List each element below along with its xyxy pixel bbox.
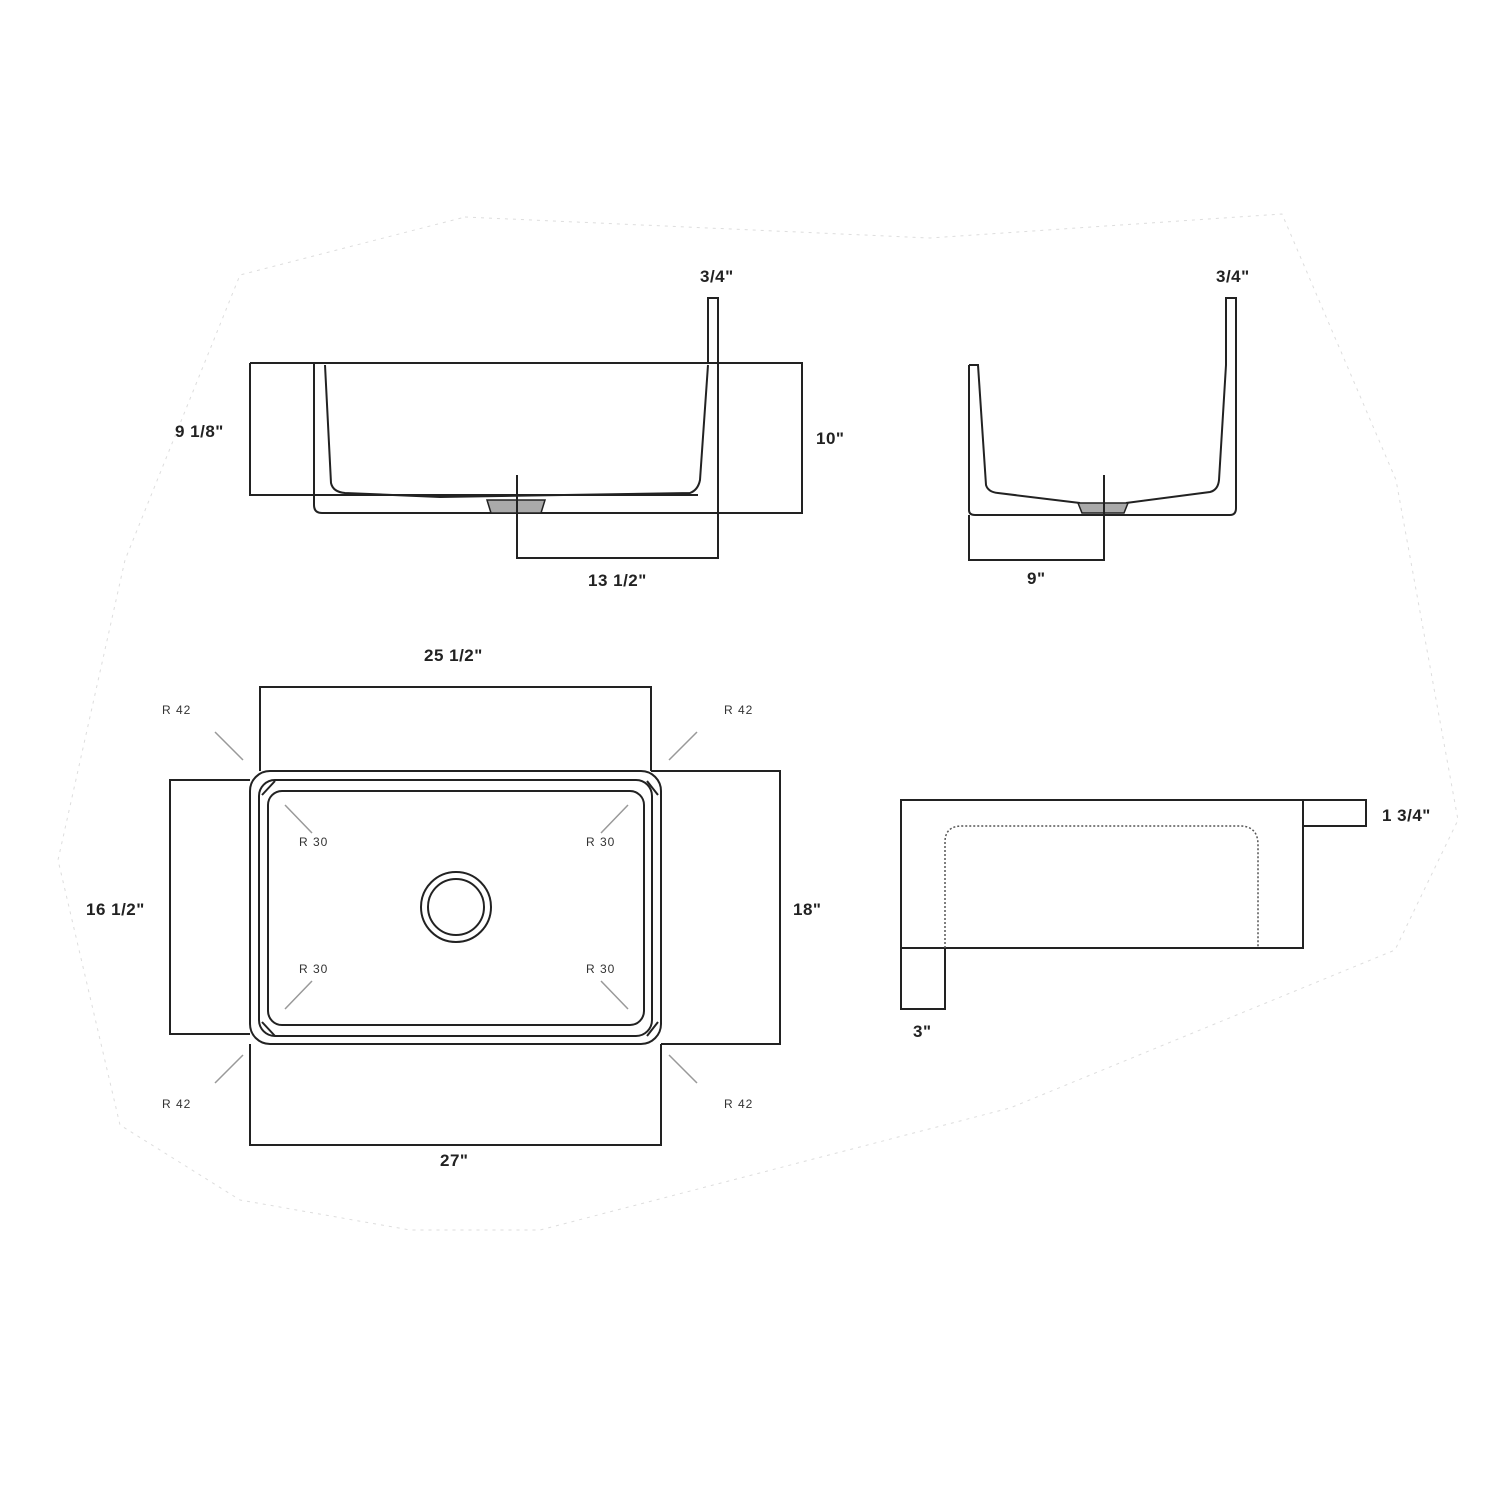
front-inner-depth-label: 9 1/8": [175, 422, 224, 441]
plan-outer-depth-label: 18": [793, 900, 821, 919]
inner-radius-label-tl: R 30: [299, 835, 328, 849]
radius-label-br: R 42: [724, 1097, 753, 1111]
inner-radius-label-bl: R 30: [299, 962, 328, 976]
radius-label-tr: R 42: [724, 703, 753, 717]
inner-radius-label-tr: R 30: [586, 835, 615, 849]
apron-thickness-label: 3": [913, 1022, 932, 1041]
apron-view: [900, 799, 1367, 1010]
front-view: [249, 297, 803, 559]
front-lip-label: 3/4": [700, 267, 734, 286]
front-drain-offset-label: 13 1/2": [588, 571, 647, 590]
background-outline: [57, 213, 1459, 1231]
radius-label-bl: R 42: [162, 1097, 191, 1111]
side-drain-offset-label: 9": [1027, 569, 1046, 588]
drain-outer: [420, 871, 492, 943]
plan-inner-width-label: 25 1/2": [424, 646, 483, 665]
radius-label-tl: R 42: [162, 703, 191, 717]
side-lip-label: 3/4": [1216, 267, 1250, 286]
apron-height-label: 1 3/4": [1382, 806, 1431, 825]
side-view: [968, 297, 1237, 561]
plan-view: [169, 686, 781, 1146]
plan-inner-depth-label: 16 1/2": [86, 900, 145, 919]
inner-radius-label-br: R 30: [586, 962, 615, 976]
front-height-label: 10": [816, 429, 844, 448]
drain-inner: [427, 878, 485, 936]
plan-outer-width-label: 27": [440, 1151, 468, 1170]
